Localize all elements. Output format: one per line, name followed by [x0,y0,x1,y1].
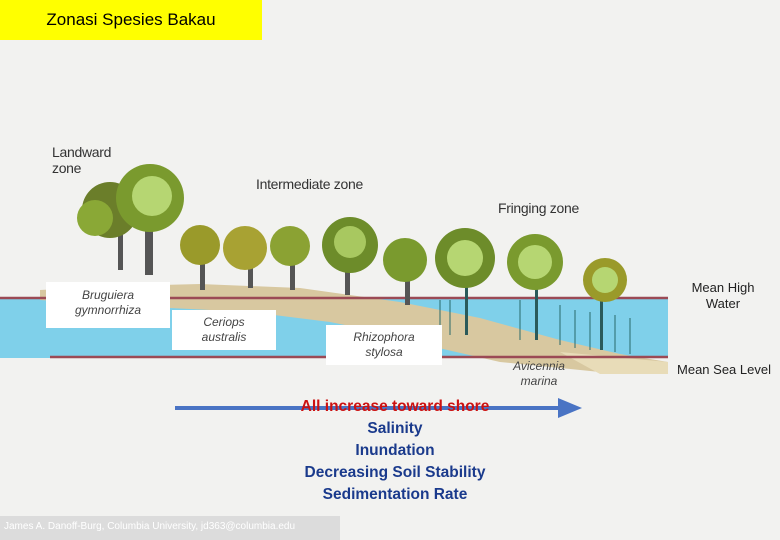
landward-zone-label: Landward zone [52,144,112,176]
mean-sea-level-label: Mean Sea Level [677,362,771,377]
page-title: Zonasi Spesies Bakau [46,10,216,29]
credit-band [0,516,340,540]
factor-sedimentation: Sedimentation Rate [322,486,468,503]
credit-text: James A. Danoff-Burg, Columbia Universit… [4,521,296,532]
factor-salinity: Salinity [367,420,423,437]
mean-high-water-label: Mean High Water [691,280,755,311]
arrow-head-icon [558,398,582,418]
species-avicennia: Avicennia marina [513,359,565,388]
intermediate-trees [180,217,427,305]
mud-bank [40,284,668,372]
landward-trees [77,164,184,275]
intermediate-zone-label: Intermediate zone [256,176,363,192]
title-banner: Zonasi Spesies Bakau [0,0,262,40]
factor-soil-stability: Decreasing Soil Stability [304,464,486,481]
species-ceriops: Ceriops australis [172,310,276,350]
gradient-factors: All increase toward shore Salinity Inund… [230,396,560,506]
species-rhizophora: Rhizophora stylosa [326,325,442,365]
gradient-heading: All increase toward shore [300,398,490,415]
species-bruguiera: Bruguiera gymnorrhiza [46,282,170,328]
factor-inundation: Inundation [355,442,435,459]
fringing-zone-label: Fringing zone [498,200,579,216]
fringing-trees [435,228,631,354]
